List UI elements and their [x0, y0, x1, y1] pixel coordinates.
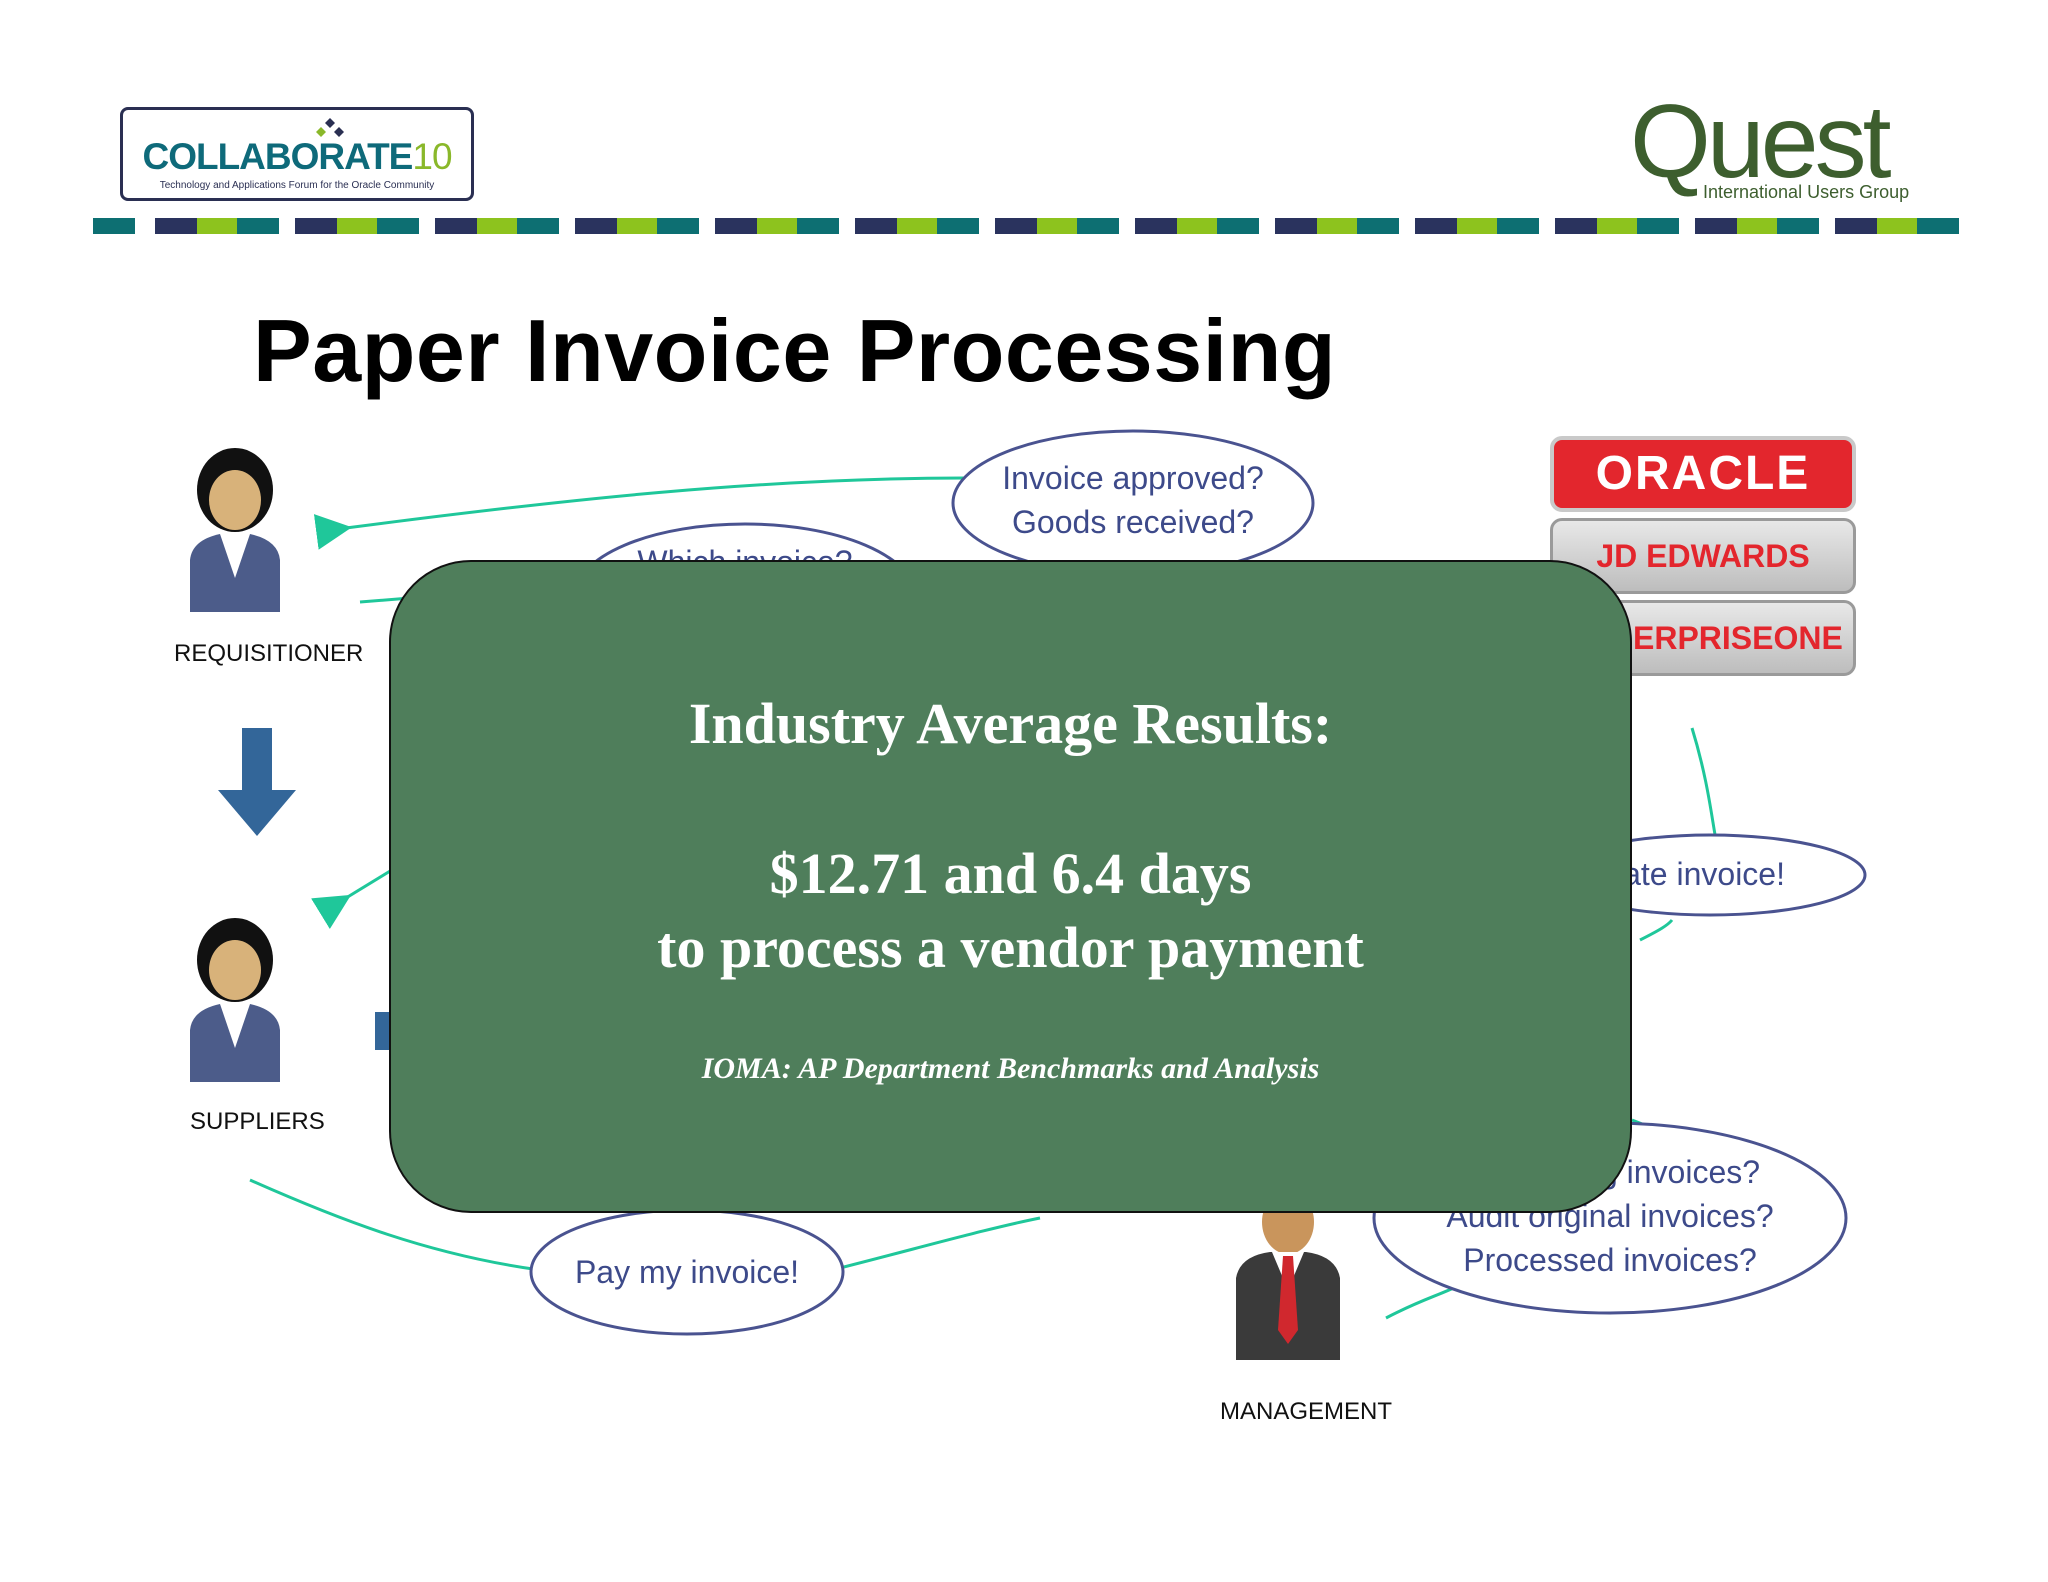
- results-overlay: Industry Average Results: $12.71 and 6.4…: [389, 560, 1632, 1213]
- stripe-block: [995, 218, 1037, 234]
- slide-title: Paper Invoice Processing: [253, 301, 1337, 400]
- bubble-management-text: g invoices? Audit original invoices? Pro…: [1400, 1150, 1820, 1282]
- stripe-block: [575, 218, 617, 234]
- stripe-block: [1737, 218, 1777, 234]
- stripe-block: [1695, 218, 1737, 234]
- bubble-management-line3: Processed invoices?: [1463, 1242, 1757, 1278]
- stripe-block: [897, 218, 937, 234]
- stripe-block: [1177, 218, 1217, 234]
- stripe-block: [517, 218, 559, 234]
- stripe-block: [1597, 218, 1637, 234]
- connector-suppliers: [311, 866, 396, 930]
- stripe-block: [155, 218, 197, 234]
- stripe-block: [757, 218, 797, 234]
- collaborate-logo: COLLABORATE10 Technology and Application…: [120, 107, 474, 201]
- oracle-logo: ORACLE: [1550, 436, 1856, 512]
- stripe-block: [855, 218, 897, 234]
- person-icon: [1236, 1190, 1340, 1360]
- diamonds-icon: [316, 118, 344, 137]
- stripe-block: [1555, 218, 1597, 234]
- down-arrow-icon: [218, 728, 296, 836]
- connector-approved: [313, 476, 966, 550]
- stripe-block: [1317, 218, 1357, 234]
- stripe-block: [1917, 218, 1959, 234]
- overlay-cost-line: $12.71 and 6.4 days: [769, 841, 1252, 906]
- bubble-approved-line2: Goods received?: [1012, 504, 1254, 540]
- overlay-process-line: to process a vendor payment: [657, 915, 1364, 980]
- collaborate-wordmark: COLLABORATE10: [142, 136, 452, 177]
- bubble-duplicate-text: icate invoice!: [1600, 856, 1785, 892]
- stripe-block: [337, 218, 377, 234]
- connector-pay-left: [249, 1178, 541, 1272]
- overlay-heading: Industry Average Results:: [688, 691, 1333, 756]
- stripe-block: [1217, 218, 1259, 234]
- stripe-block: [1777, 218, 1819, 234]
- stripe-block: [1357, 218, 1399, 234]
- stripe-block: [1877, 218, 1917, 234]
- stripe-block: [715, 218, 757, 234]
- overlay-citation: IOMA: AP Department Benchmarks and Analy…: [701, 1052, 1320, 1085]
- stripe-block: [1415, 218, 1457, 234]
- connector-mgmt: [1385, 1283, 1461, 1320]
- stripe-block: [435, 218, 477, 234]
- stripe-block: [1457, 218, 1497, 234]
- stripe-block: [1637, 218, 1679, 234]
- stripe-block: [295, 218, 337, 234]
- stripe-block: [237, 218, 279, 234]
- stripe-block: [937, 218, 979, 234]
- stripe-block: [1077, 218, 1119, 234]
- quest-wordmark: Quest: [1630, 84, 1891, 200]
- stripe-block: [377, 218, 419, 234]
- stripe-block: [1037, 218, 1077, 234]
- decorative-stripe: [93, 218, 1959, 234]
- suppliers-label: SUPPLIERS: [190, 1108, 325, 1135]
- bubble-pay-text: Pay my invoice!: [574, 1254, 800, 1290]
- bubble-approved-line1: Invoice approved?: [1002, 460, 1264, 496]
- connector-pay-right: [839, 1216, 1041, 1270]
- requisitioner-label: REQUISITIONER: [174, 640, 364, 667]
- connector-oracle: [1690, 727, 1718, 841]
- stripe-block: [617, 218, 657, 234]
- stripe-block: [477, 218, 517, 234]
- connector-duplicate: [1639, 919, 1674, 942]
- person-icon: [190, 448, 280, 612]
- stripe-block: [1497, 218, 1539, 234]
- stripe-block: [657, 218, 699, 234]
- stripe-block: [197, 218, 237, 234]
- stripe-block: [93, 218, 135, 234]
- stripe-block: [1135, 218, 1177, 234]
- collaborate-tagline: Technology and Applications Forum for th…: [159, 180, 435, 191]
- stripe-block: [1275, 218, 1317, 234]
- stripe-block: [797, 218, 839, 234]
- bubble-approved-text: Invoice approved? Goods received?: [960, 456, 1306, 544]
- stripe-block: [1835, 218, 1877, 234]
- management-label: MANAGEMENT: [1220, 1398, 1393, 1425]
- quest-tagline: International Users Group: [1703, 182, 1910, 202]
- person-icon: [190, 918, 280, 1082]
